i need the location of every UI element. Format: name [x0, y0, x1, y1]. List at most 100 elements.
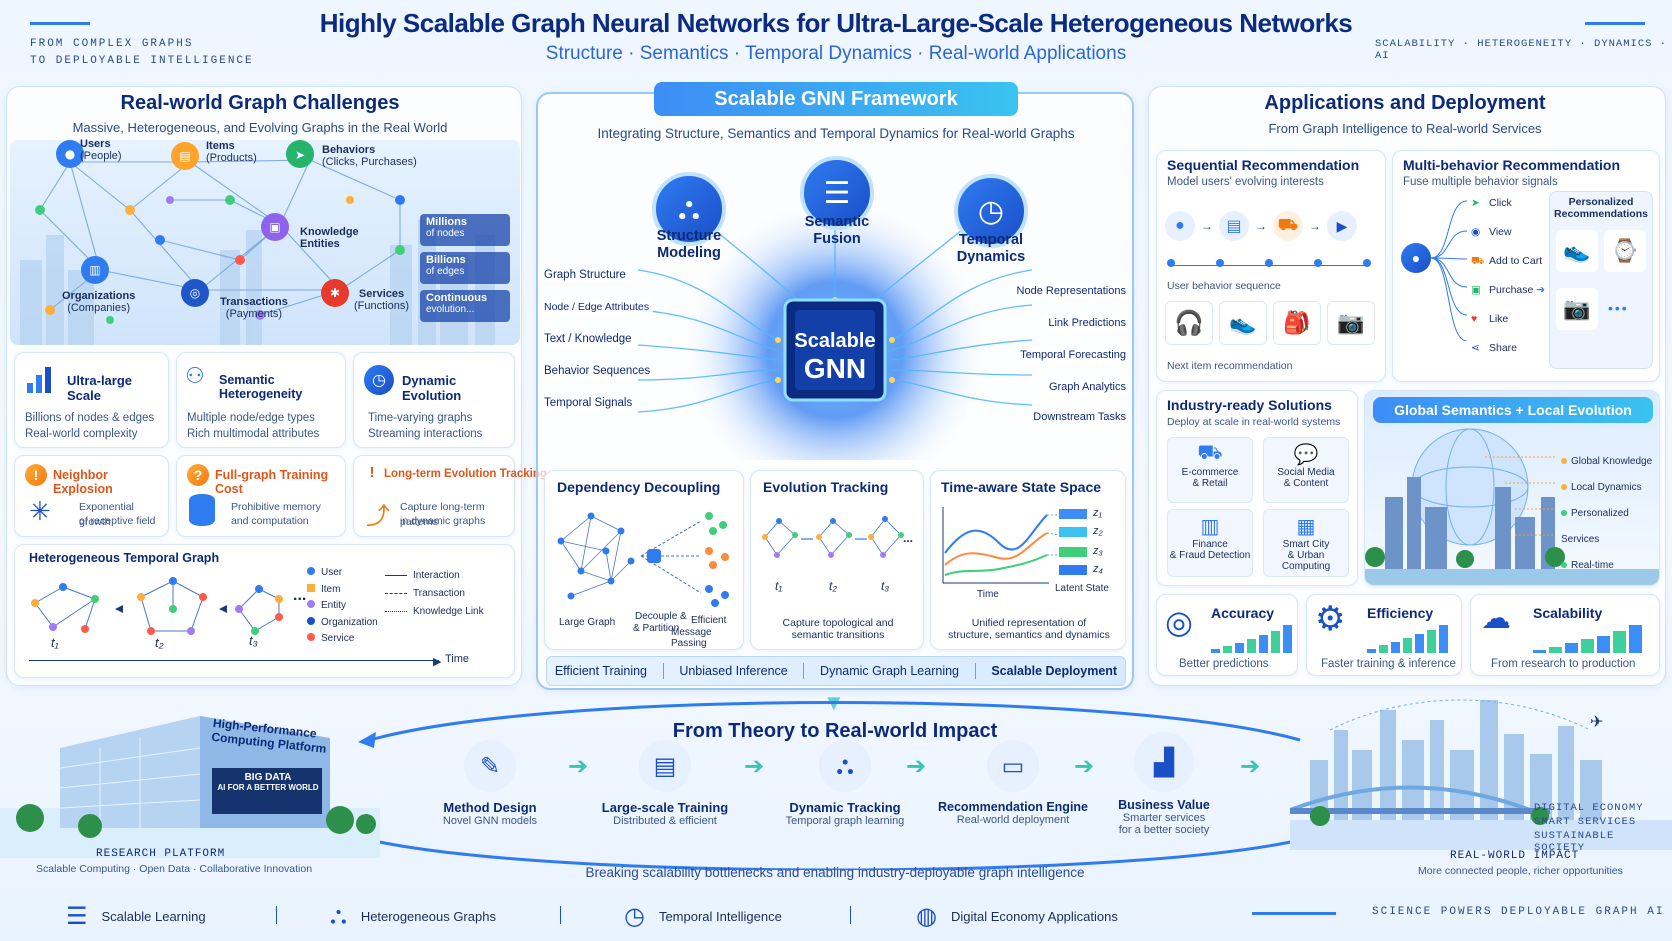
user-avatar-icon: ●	[1401, 243, 1431, 273]
seq-label-2: Next item recommendation	[1167, 360, 1293, 372]
output-item: Graph Analytics	[1044, 380, 1130, 394]
seq-title: Sequential Recommendation	[1167, 157, 1360, 173]
card-ultra-large-scale: Ultra-large Scale Billions of nodes & ed…	[14, 352, 169, 448]
metric-bar	[1549, 647, 1562, 653]
behavior-sequence: ●→ ▤→ ⛟→ ▶	[1165, 211, 1357, 241]
time-t1: t₁	[51, 635, 59, 650]
metric-bar	[1259, 635, 1268, 653]
metric-bar	[1629, 625, 1642, 653]
card-title: Ultra-large Scale	[67, 373, 133, 403]
issue-line-2: in dynamic graphs	[400, 515, 486, 527]
challenges-subtitle: Massive, Heterogeneous, and Evolving Gra…	[72, 120, 448, 135]
card-line-2: Real-world complexity	[25, 428, 138, 440]
framework-subtitle: Integrating Structure, Semantics and Tem…	[597, 126, 1075, 141]
card-line-1: Billions of nodes & edges	[25, 412, 155, 424]
tab-dynamic-graph-learning: Dynamic Graph Learning	[820, 664, 960, 678]
industry-subtitle: Deploy at scale in real-world systems	[1167, 416, 1341, 428]
layers-icon: ☰	[800, 156, 874, 230]
metric-bar	[1211, 649, 1220, 653]
issue-title: Long-term Evolution Tracking	[384, 468, 547, 480]
core-chip: Scalable GNN	[785, 330, 885, 385]
metric-title: Scalability	[1533, 605, 1603, 621]
card-line-1: Time-varying graphs	[368, 412, 473, 424]
metric-scalability: ☁ Scalability From research to productio…	[1470, 594, 1660, 676]
time-ellipsis: ...	[293, 587, 307, 604]
impact-steps: ✎ Method Design Novel GNN models ➔ ▤ Lar…	[380, 732, 1280, 840]
step-arrow-icon: ➔	[568, 753, 589, 780]
metric-bar	[1379, 645, 1388, 653]
step-large-scale-training: ▤ Large-scale Training Distributed & eff…	[590, 740, 740, 827]
global-local-title: Global Semantics + Local Evolution	[1373, 397, 1653, 423]
card-line-2: Rich multimodal attributes	[187, 428, 320, 440]
node-label-transactions: Transactions(Payments)	[220, 296, 288, 320]
evolution-tracking-card: Evolution Tracking t₁ t₂ t₃ ... Capture …	[750, 470, 924, 650]
left-tagline-1: FROM COMPLEX GRAPHS	[30, 38, 194, 50]
global-city-visual	[1365, 428, 1659, 585]
footer-item-digital-economy: ◍ Digital Economy Applications	[916, 903, 1118, 930]
metric-sub: From research to production	[1491, 658, 1636, 670]
svg-text:●: ●	[65, 147, 75, 161]
card-title: Dynamic Evolution	[402, 373, 462, 403]
state-space-chart	[942, 507, 1087, 584]
step-arrow-icon: ➔	[906, 753, 927, 780]
issue-line-1: Exponential growth	[79, 501, 134, 528]
footer-tagline: SCIENCE POWERS DEPLOYABLE GRAPH AI	[1372, 906, 1665, 918]
output-item: Node Representations	[1012, 284, 1130, 298]
card-line-1: Multiple node/edge types	[187, 412, 315, 424]
framework-core-visual	[637, 200, 1033, 460]
card-title: Semantic Heterogeneity	[219, 373, 303, 401]
node-label-items: Items(Products)	[206, 140, 257, 164]
watch-icon: ⌚	[1604, 230, 1646, 272]
output-item: Link Predictions	[1044, 316, 1130, 330]
personalized-box: Personalized Recommendations 👟 ⌚ 📷 •••	[1549, 191, 1653, 369]
step-method-design: ✎ Method Design Novel GNN models	[420, 740, 560, 827]
issue-title: Neighbor Explosion	[53, 468, 113, 496]
card-line-2: Streaming interactions	[368, 428, 483, 440]
user-icon: ●	[1165, 211, 1195, 241]
graph-nodes-icon: ⛬	[819, 740, 871, 792]
legend-edge-types: Interaction Transaction Knowledge Link	[385, 567, 484, 621]
item-thumbnails: 🎧 👟 🎒 📷	[1165, 301, 1375, 345]
metric-bar	[1613, 631, 1626, 653]
metric-bar	[1581, 639, 1594, 653]
multi-behavior-card: Multi-behavior Recommendation Fuse multi…	[1392, 150, 1660, 382]
metric-bar	[1427, 630, 1436, 653]
industry-ecommerce: ⛟ E-commerce& Retail	[1167, 437, 1253, 503]
sub-label: Efficient	[691, 615, 727, 626]
metric-bar	[1533, 650, 1546, 653]
impact-title: From Theory to Real-world Impact	[672, 720, 998, 742]
input-item: Node / Edge Attributes	[540, 300, 654, 314]
heart-icon: ♥	[1471, 313, 1478, 325]
monitor-chart-icon: ▭	[987, 740, 1039, 792]
sub-label: Unified representation of	[971, 617, 1087, 629]
metric-efficiency: ⚙ Efficiency Faster training & inference	[1306, 594, 1462, 676]
applications-title: Applications and Deployment	[1264, 92, 1546, 114]
sub-label: t₁	[775, 579, 783, 593]
svg-text:◎: ◎	[190, 286, 200, 300]
clock-icon: ◷	[624, 903, 645, 930]
sub-title: Evolution Tracking	[763, 479, 889, 495]
svg-text:✱: ✱	[330, 286, 340, 300]
issue-line-1: Prohibitive memory	[231, 501, 321, 513]
output-item: Downstream Tasks	[1029, 410, 1130, 424]
industry-finance: ▥ Finance& Fraud Detection	[1167, 509, 1253, 577]
target-icon: ◎	[1165, 604, 1193, 640]
global-local-card: Global Semantics + Local Evolution Globa…	[1364, 390, 1660, 586]
temporal-clock-icon: ◷	[954, 174, 1028, 248]
sub-label: structure, semantics and dynamics	[948, 629, 1110, 641]
footer-accent-line	[1252, 912, 1336, 915]
shoe-icon: 👟	[1556, 230, 1598, 272]
industry-social: 💬 Social Media& Content	[1263, 437, 1349, 503]
city-building-icon: ▦	[1296, 516, 1316, 538]
metric-bar	[1415, 634, 1424, 653]
city-tag-3: SUSTAINABLE SOCIETY	[1534, 830, 1615, 854]
metric-bar	[1283, 625, 1292, 653]
research-title: RESEARCH PLATFORM	[96, 848, 226, 860]
database-icon	[189, 494, 215, 526]
issue-title: Full-graph Training Cost	[215, 468, 329, 496]
time-aware-state-space-card: Time-aware State Space z₁ z₂ z₃ z₄ Time …	[930, 470, 1126, 650]
